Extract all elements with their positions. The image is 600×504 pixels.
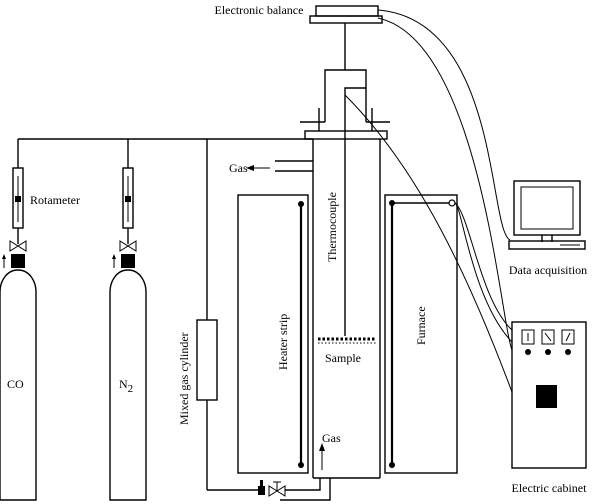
computer-icon xyxy=(508,180,586,250)
rotameter-co xyxy=(12,167,24,244)
heater-strip xyxy=(237,194,309,474)
gas-supply-pipe xyxy=(17,138,313,491)
gas-outlet-label: Gas xyxy=(229,161,248,175)
co-cylinder xyxy=(0,269,37,501)
gas-inlet-label: Gas xyxy=(322,431,341,445)
signal-cables xyxy=(344,9,513,393)
heater-strip-label: Heater strip xyxy=(276,314,290,370)
balance-top xyxy=(315,5,379,17)
inlet-valve-icon xyxy=(258,480,286,497)
sample-label: Sample xyxy=(325,351,361,365)
co-cylinder-label: CO xyxy=(7,377,24,391)
n2-valve-icon xyxy=(112,240,137,268)
rotameter-label: Rotameter xyxy=(30,193,80,207)
electric-cabinet xyxy=(511,321,587,469)
mixed-gas-cylinder xyxy=(196,319,218,401)
n2-cylinder xyxy=(109,269,147,501)
gas-inlet-pipe-left xyxy=(280,478,321,491)
balance-base xyxy=(309,15,383,24)
co-valve-icon xyxy=(2,240,27,268)
reactor-flange xyxy=(304,130,388,140)
gas-outlet-pipe xyxy=(246,160,313,172)
electric-cabinet-label: Electric cabinet xyxy=(512,481,588,495)
reactor-tube xyxy=(312,139,381,479)
gauge-icon xyxy=(561,329,575,345)
data-acquisition-label: Data acquisition xyxy=(509,263,587,277)
gauge-icon xyxy=(521,329,535,345)
electronic-balance xyxy=(309,5,383,24)
cabinet-panel-icon xyxy=(536,385,557,408)
n2-cylinder-label: N2 xyxy=(119,377,133,395)
thermocouple-wire xyxy=(344,87,366,336)
rotameter-n2 xyxy=(122,167,134,244)
sample-holder xyxy=(318,337,376,344)
gauge-icon xyxy=(541,329,555,345)
furnace xyxy=(384,194,458,474)
thermocouple-label: Thermocouple xyxy=(325,192,339,262)
gas-inlet-pipe-right xyxy=(280,478,331,501)
gas-outlet-arrow-icon xyxy=(246,165,254,171)
mixed-gas-cylinder-label: Mixed gas cylinder xyxy=(177,332,191,425)
electronic-balance-label: Electronic balance xyxy=(215,3,304,17)
furnace-label: Furnace xyxy=(414,306,428,345)
gas-inlet-arrow-icon xyxy=(319,443,325,451)
